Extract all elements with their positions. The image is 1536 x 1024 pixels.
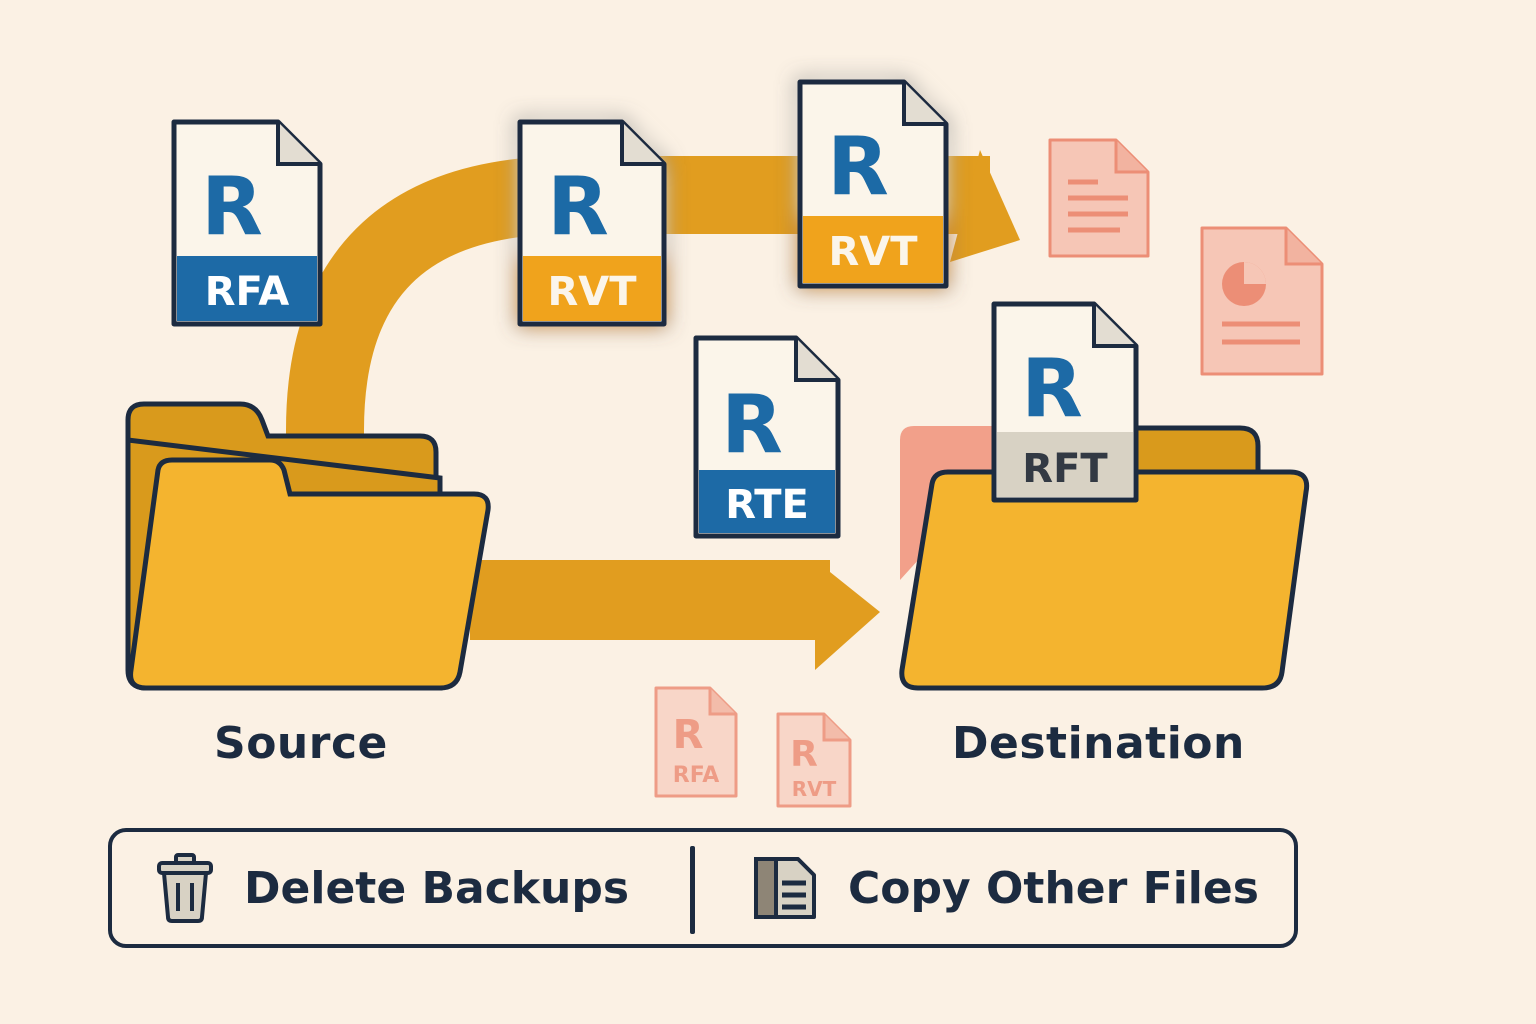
destination-folder-icon bbox=[899, 425, 1310, 691]
revit-r-glyph: R bbox=[547, 160, 609, 253]
revit-r-glyph: R bbox=[1021, 342, 1083, 435]
revit-r-glyph: R bbox=[790, 734, 818, 775]
revit-r-glyph: R bbox=[827, 120, 889, 213]
trash-icon bbox=[157, 853, 213, 923]
rft-file-icon: R RFT bbox=[991, 301, 1139, 503]
rvt-file-in-transit-icon: R RVT bbox=[797, 79, 949, 289]
action-bar: Delete Backups Copy Other Files bbox=[108, 828, 1298, 948]
source-folder-label: Source bbox=[214, 718, 388, 769]
faded-rvt-file-icon: R RVT bbox=[776, 712, 852, 808]
faded-rfa-file-icon: R RFA bbox=[654, 686, 738, 798]
upper-transfer-arrow bbox=[286, 150, 1020, 480]
revit-r-glyph: R bbox=[673, 712, 704, 758]
copy-files-icon bbox=[754, 857, 816, 919]
source-folder-icon bbox=[125, 401, 491, 691]
rvt-file-label: RVT bbox=[547, 269, 637, 315]
lower-transfer-arrow bbox=[469, 559, 880, 670]
rte-file-label: RTE bbox=[725, 482, 809, 528]
revit-r-glyph: R bbox=[201, 160, 263, 253]
delete-backups-button[interactable]: Delete Backups bbox=[156, 832, 676, 944]
chart-document-icon bbox=[1200, 226, 1324, 376]
rft-file-label: RFT bbox=[1022, 446, 1108, 492]
delete-backups-label: Delete Backups bbox=[244, 862, 630, 914]
action-divider bbox=[690, 846, 695, 934]
document-icon bbox=[1048, 138, 1150, 258]
copy-other-files-button[interactable]: Copy Other Files bbox=[752, 832, 1272, 944]
revit-r-glyph: R bbox=[721, 378, 783, 471]
rvt-file-icon: R RVT bbox=[517, 119, 667, 327]
rte-file-icon: R RTE bbox=[693, 335, 841, 539]
faded-rfa-label: RFA bbox=[673, 763, 719, 788]
faded-rvt-label: RVT bbox=[792, 777, 837, 801]
rfa-file-label: RFA bbox=[205, 269, 290, 315]
copy-other-files-label: Copy Other Files bbox=[848, 862, 1259, 914]
rvt-in-transit-label: RVT bbox=[828, 229, 918, 275]
destination-folder-label: Destination bbox=[952, 718, 1245, 769]
rfa-file-icon: R RFA bbox=[171, 119, 323, 327]
